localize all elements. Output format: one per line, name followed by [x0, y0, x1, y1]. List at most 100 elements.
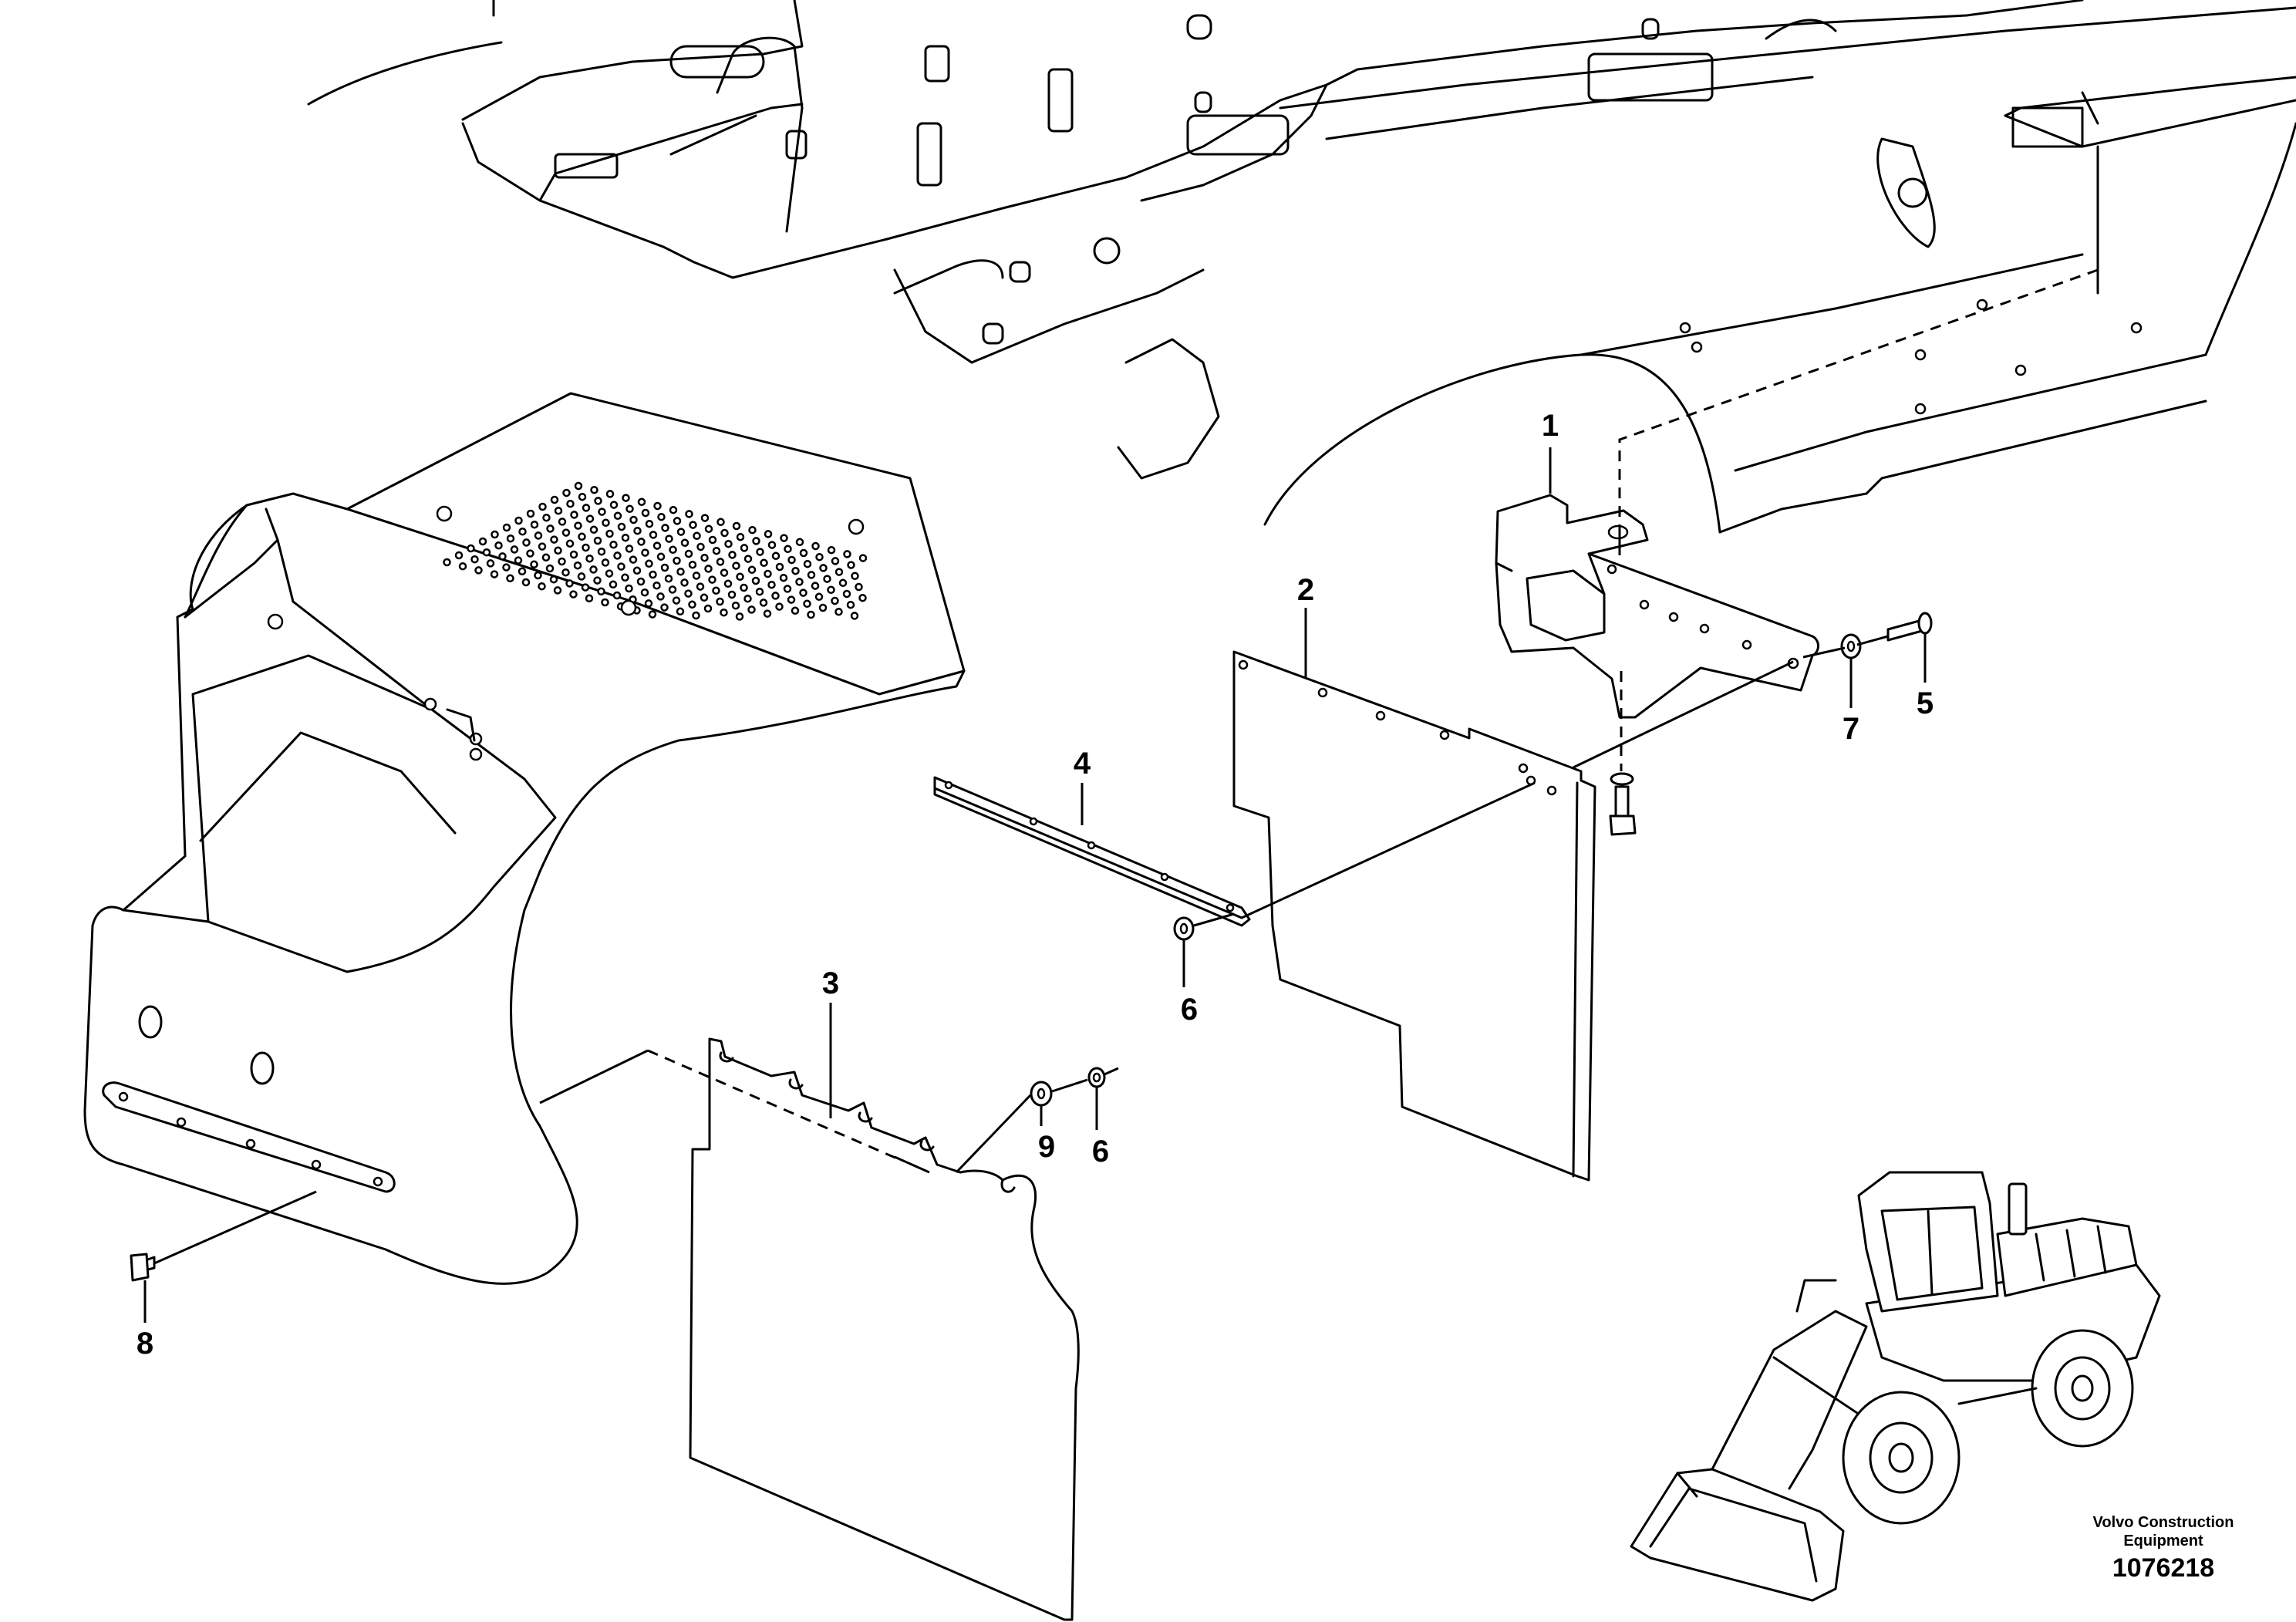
callout-8: 8 — [137, 1327, 153, 1361]
grille-hole — [609, 501, 619, 509]
grille-hole — [644, 599, 653, 608]
grille-hole — [716, 518, 725, 527]
grille-hole — [570, 511, 578, 519]
grille-hole — [847, 561, 855, 569]
grille-hole — [736, 572, 744, 582]
grille-hole — [622, 494, 630, 502]
grille-hole — [585, 594, 594, 603]
grille-hole — [720, 608, 728, 617]
grille-hole — [550, 495, 559, 504]
grille-hole — [668, 585, 677, 594]
grille-hole — [712, 586, 720, 595]
grille-hole — [561, 568, 570, 577]
part-8-bolt — [130, 1253, 156, 1282]
grille-hole — [601, 598, 609, 607]
grille-hole — [534, 571, 542, 580]
grille-hole — [811, 582, 820, 590]
grille-hole — [545, 564, 555, 573]
grille-hole — [558, 518, 567, 526]
grille-hole — [688, 600, 696, 609]
assembly-lines — [153, 185, 2099, 1265]
grille-hole — [858, 554, 868, 562]
grille-hole — [491, 530, 499, 539]
grille-hole — [724, 539, 733, 548]
grille-hole — [763, 609, 772, 618]
grille-hole — [664, 574, 673, 583]
grille-hole — [815, 552, 824, 561]
grille-hole — [784, 545, 792, 554]
grille-hole — [538, 502, 547, 511]
callout-6a: 6 — [1181, 993, 1198, 1027]
grille-hole — [613, 551, 622, 560]
grille-hole — [514, 516, 523, 525]
grille-hole — [676, 567, 685, 576]
grille-hole — [530, 520, 539, 529]
grille-hole — [703, 604, 713, 613]
grille-hole — [676, 607, 685, 616]
grille-hole — [641, 548, 649, 557]
grille-hole — [443, 558, 451, 567]
grille-hole — [585, 554, 594, 563]
grille-hole — [578, 532, 586, 541]
grille-hole — [530, 560, 538, 569]
grille-hole — [783, 585, 792, 593]
grille-hole — [858, 593, 867, 602]
grille-hole — [617, 562, 625, 571]
grille-hole — [585, 514, 595, 523]
grille-hole — [609, 540, 618, 549]
part-1-bracket — [1495, 494, 1819, 719]
grille-hole — [807, 610, 815, 619]
grille-hole — [760, 558, 768, 568]
grille-hole — [795, 538, 804, 547]
grille-hole — [803, 599, 811, 609]
callout-6b: 6 — [1092, 1135, 1109, 1168]
grille-hole — [541, 553, 551, 562]
grille-hole — [851, 572, 859, 581]
grille-hole — [791, 566, 800, 575]
grille-hole — [716, 558, 725, 566]
grille-hole — [594, 497, 602, 505]
grille-hole — [723, 579, 733, 588]
grille-hole — [629, 515, 638, 524]
grille-hole — [834, 607, 843, 616]
grille-hole — [549, 575, 558, 584]
grille-hole — [510, 545, 519, 554]
grille-hole — [791, 606, 800, 615]
grille-hole — [669, 505, 678, 514]
grille-hole — [526, 509, 535, 518]
grille-hole — [755, 587, 764, 596]
grille-hole — [605, 490, 615, 498]
callout-4: 4 — [1074, 747, 1091, 781]
grille-hole — [542, 513, 551, 522]
grille-hole — [771, 592, 780, 600]
grille-hole — [700, 593, 709, 602]
grille-hole — [590, 485, 598, 494]
document-number: 1076218 — [2112, 1553, 2214, 1583]
grille-hole — [732, 561, 740, 570]
grille-hole — [602, 518, 610, 528]
grille-hole — [752, 537, 760, 545]
grille-hole — [727, 590, 737, 599]
grille-hole — [732, 521, 741, 531]
grille-hole — [767, 580, 776, 589]
grille-hole — [636, 577, 646, 586]
grille-hole — [827, 585, 835, 595]
grille-hole — [673, 517, 682, 525]
grille-hole — [676, 528, 686, 536]
grille-hole — [743, 594, 752, 603]
callout-7: 7 — [1843, 712, 1859, 746]
grille-hole — [645, 559, 653, 568]
grille-hole — [637, 538, 646, 546]
grille-hole — [803, 559, 812, 568]
grille-hole — [748, 525, 757, 534]
grille-hole — [799, 548, 808, 558]
grille-hole — [494, 541, 503, 550]
part-7-washer — [1840, 633, 1862, 659]
grille-hole — [731, 601, 740, 610]
grille-hole — [747, 605, 756, 614]
bracket-bolt — [1609, 772, 1637, 836]
grille-hole — [621, 573, 629, 582]
grille-hole — [740, 583, 748, 592]
part-2-mudflap — [1232, 650, 1596, 1182]
